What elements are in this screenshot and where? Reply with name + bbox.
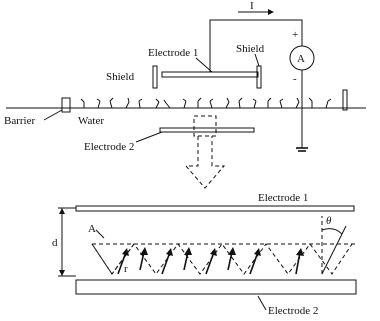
molecule-label: r (124, 263, 128, 275)
zoom-region (193, 115, 217, 137)
angle-label: θ (326, 215, 332, 227)
point-a-label: A (88, 223, 96, 235)
zoom-arrow (184, 136, 226, 189)
barrier (61, 97, 71, 113)
shield-right-label: Shield (236, 43, 265, 55)
electrode-1-top (161, 71, 259, 78)
shield-left (152, 65, 158, 89)
shield-left-label: Shield (106, 71, 135, 83)
plus-sign: + (292, 29, 298, 41)
right-post (342, 89, 348, 111)
angle-arc (321, 228, 343, 235)
distance-label: d (52, 237, 58, 249)
minus-sign: - (293, 73, 297, 85)
current-label: I (250, 0, 254, 12)
tilt-line (321, 225, 347, 275)
surface-molecules (80, 97, 332, 109)
dipole-arrows (117, 247, 304, 275)
ammeter-label: A (297, 53, 305, 65)
electrode-1-detail (75, 205, 355, 212)
electrode-2-top-label: Electrode 2 (84, 141, 134, 153)
water-label: Water (78, 115, 104, 127)
electrode-2-detail (75, 279, 357, 295)
circuit-wire-top (209, 19, 303, 72)
current-arrowhead (268, 9, 274, 15)
electrode-1-top-label: Electrode 1 (148, 47, 198, 59)
electrode-1-detail-label: Electrode 1 (258, 192, 308, 204)
barrier-label: Barrier (4, 115, 35, 127)
electrode-2-top (159, 127, 255, 133)
electrode-2-detail-label: Electrode 2 (268, 305, 318, 317)
dipole-lattice-zigzag (91, 243, 353, 275)
